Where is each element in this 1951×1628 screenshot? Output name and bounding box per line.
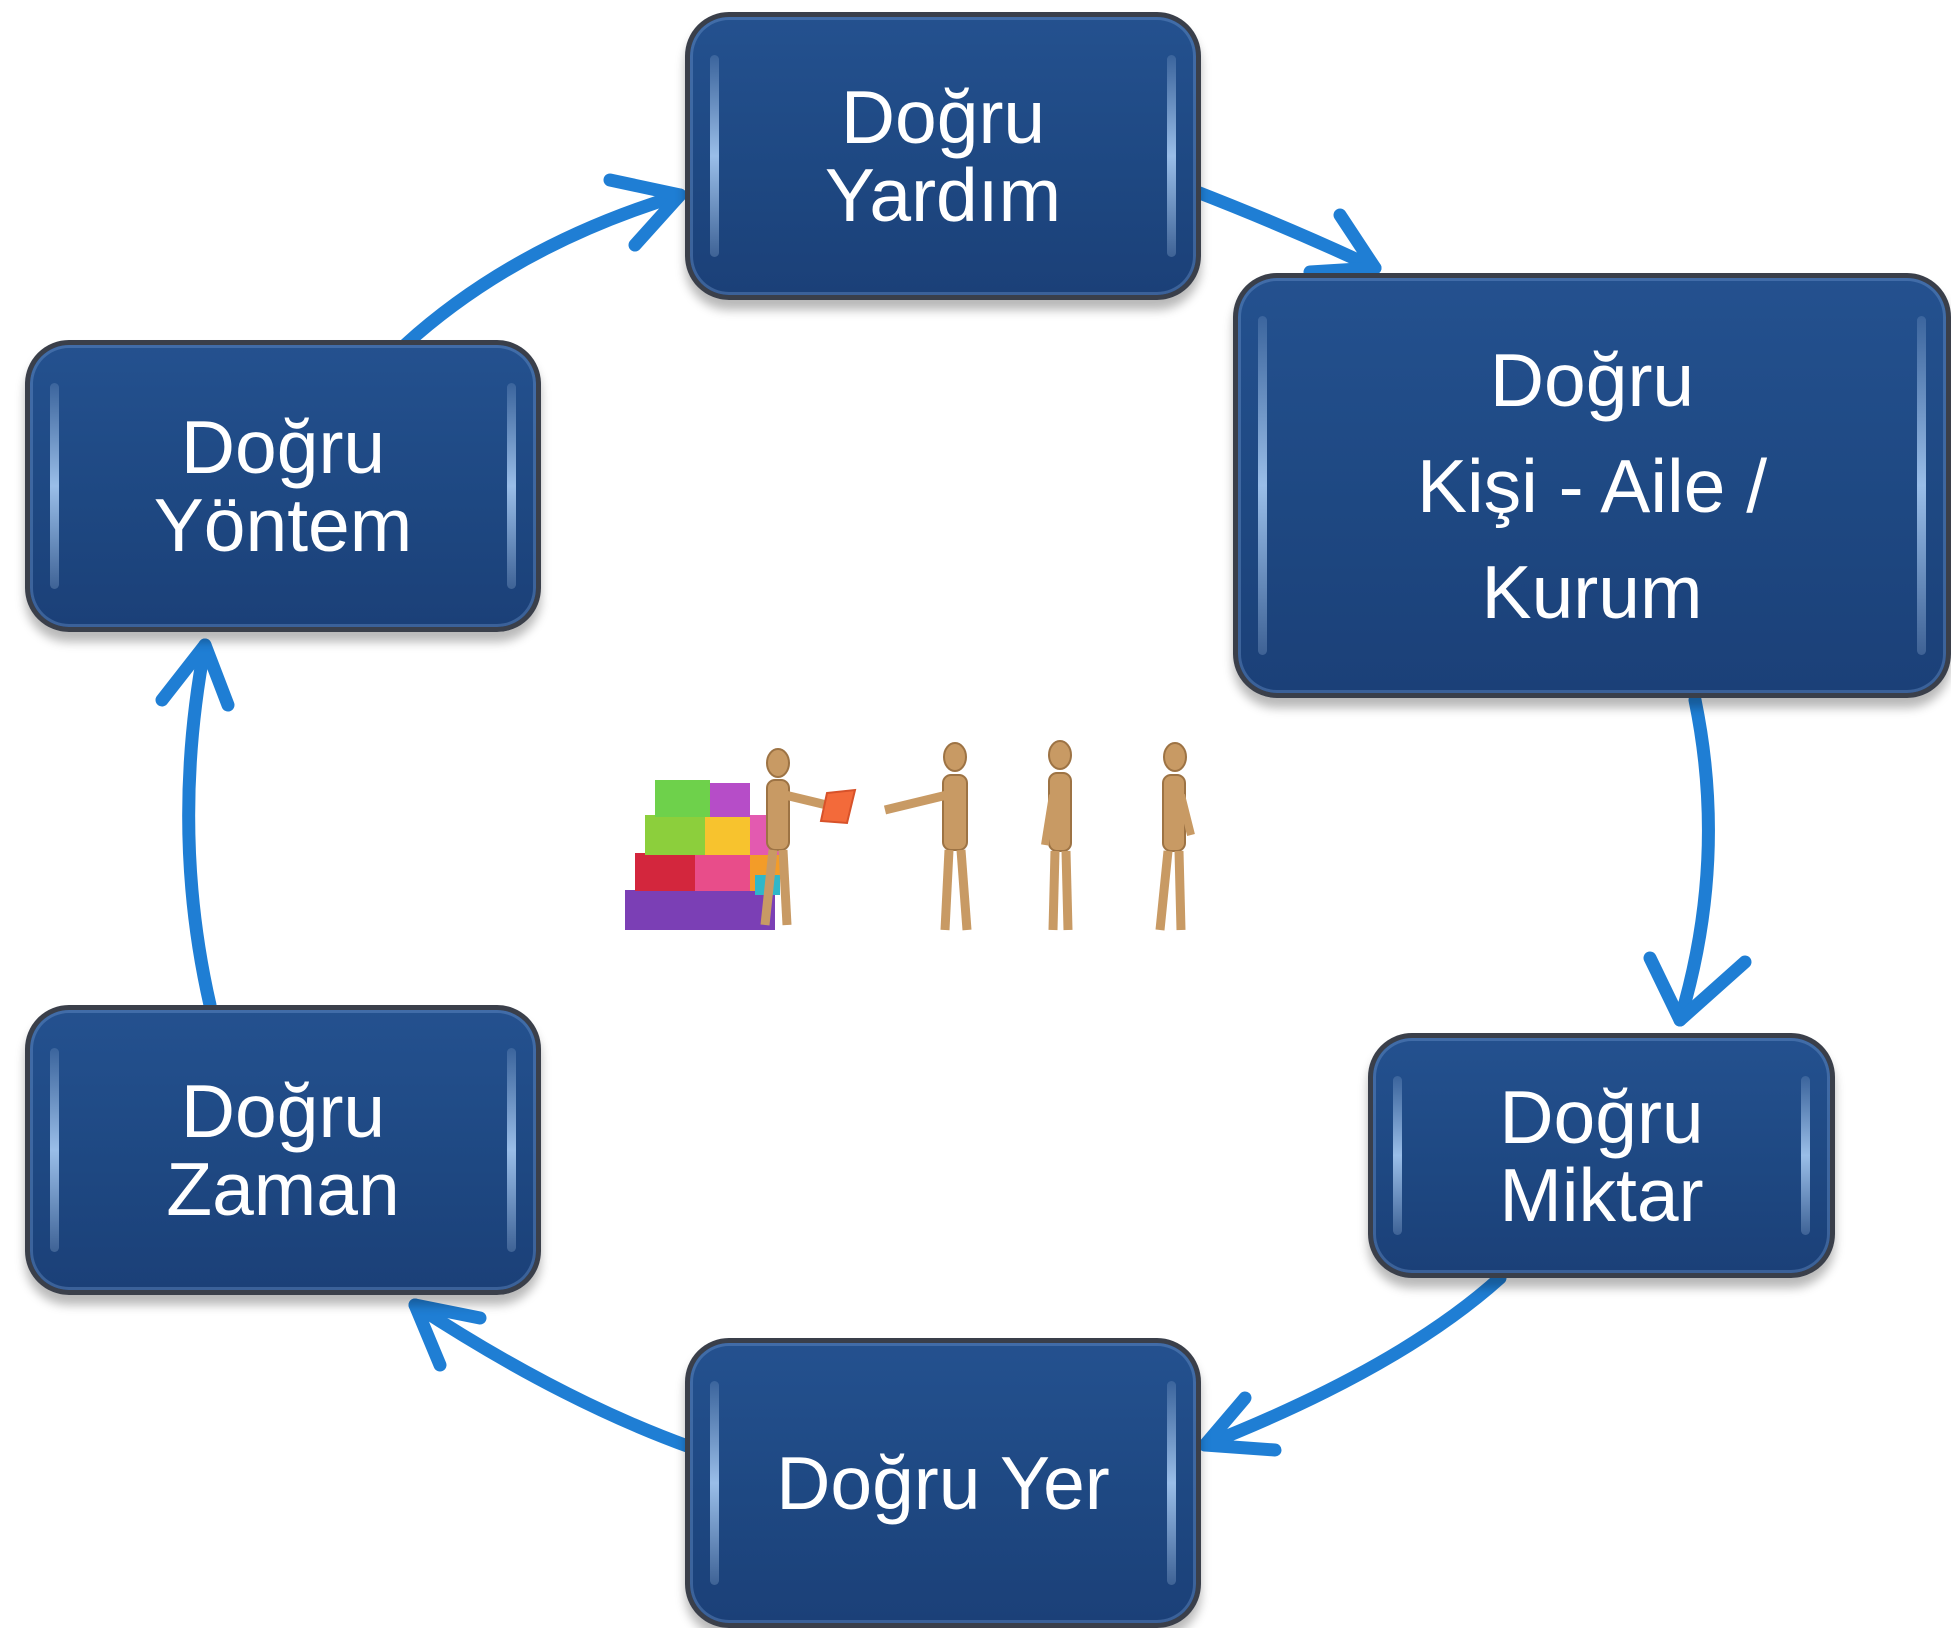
receiving-figure-icon [883, 742, 972, 931]
node-label: Doğru [1489, 337, 1695, 422]
node-label: Miktar [1499, 1152, 1704, 1237]
node-label: Doğru [840, 75, 1046, 159]
node-label: Doğru [1499, 1074, 1704, 1159]
node-label: Kurum [1481, 549, 1703, 634]
arrowhead-zaman-to-yontem [155, 638, 235, 712]
node-label: Yöntem [153, 483, 413, 567]
arrow-yardim-to-kisi [1185, 183, 1382, 275]
node-dogru-kisi-aile-kurum: Doğru Kişi - Aile / Kurum [1233, 273, 1951, 698]
arrowhead-yer-to-zaman [408, 1298, 487, 1372]
node-label: Doğru [180, 405, 386, 489]
node-dogru-zaman: Doğru Zaman [25, 1005, 541, 1295]
arrowhead-yontem-to-yardim [603, 173, 687, 252]
arrowhead-yardim-to-kisi [1303, 208, 1382, 279]
helping-figures-icon [625, 740, 1195, 931]
node-label: Doğru [180, 1069, 386, 1153]
standing-figure-icon [1155, 742, 1195, 931]
arrowhead-miktar-to-yer [1198, 1391, 1282, 1457]
giving-figure-icon [760, 748, 857, 926]
node-label: Yardım [824, 153, 1062, 237]
node-dogru-yardim: Doğru Yardım [685, 12, 1201, 300]
node-label: Doğru Yer [776, 1441, 1110, 1525]
standing-figure-icon [1041, 740, 1073, 931]
arrow-kisi-to-miktar [1673, 693, 1715, 1027]
arrow-yontem-to-yardim [398, 188, 687, 352]
node-label: Kişi - Aile / [1416, 443, 1768, 528]
arrow-yer-to-zaman [408, 1298, 697, 1454]
node-dogru-miktar: Doğru Miktar [1368, 1033, 1835, 1278]
arrowhead-kisi-to-miktar [1643, 951, 1752, 1027]
stacked-boxes-icon [625, 780, 780, 930]
node-label: Zaman [166, 1147, 400, 1231]
node-dogru-yontem: Doğru Yöntem [25, 340, 541, 632]
node-dogru-yer: Doğru Yer [685, 1338, 1201, 1628]
arrow-miktar-to-yer [1198, 1271, 1507, 1452]
arrow-zaman-to-yontem [182, 638, 217, 1012]
